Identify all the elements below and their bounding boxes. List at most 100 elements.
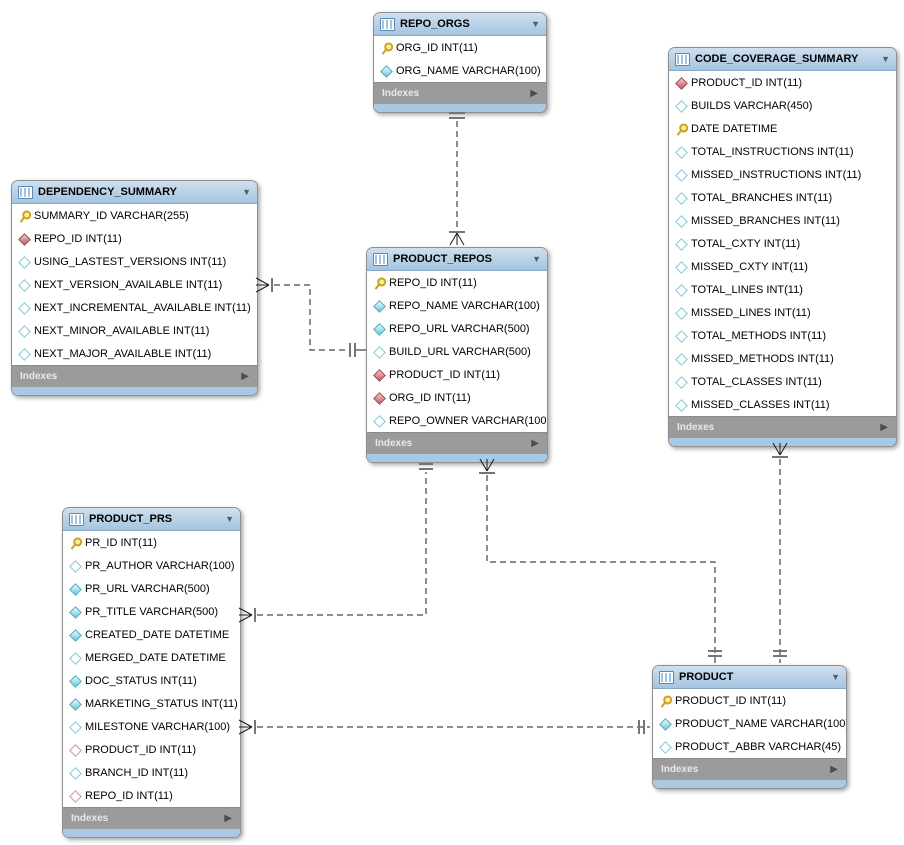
table-column-row[interactable]: DOC_STATUS INT(11) <box>63 669 240 692</box>
table-header[interactable]: CODE_COVERAGE_SUMMARY ▼ <box>669 48 896 71</box>
table-product-repos[interactable]: PRODUCT_REPOS ▼ REPO_ID INT(11) REPO_NAM… <box>366 247 548 463</box>
column-definition: NEXT_VERSION_AVAILABLE INT(11) <box>34 278 223 291</box>
table-column-row[interactable]: REPO_ID INT(11) <box>367 271 547 294</box>
table-column-row[interactable]: REPO_ID INT(11) <box>12 227 257 250</box>
column-definition: BRANCH_ID INT(11) <box>85 766 189 779</box>
indexes-footer[interactable]: Indexes ▶ <box>12 365 257 387</box>
table-column-row[interactable]: PRODUCT_ID INT(11) <box>367 363 547 386</box>
table-column-row[interactable]: CREATED_DATE DATETIME <box>63 623 240 646</box>
table-code-coverage-summary[interactable]: CODE_COVERAGE_SUMMARY ▼ PRODUCT_ID INT(1… <box>668 47 897 447</box>
relationship-product-prs-product-repos[interactable] <box>238 463 433 623</box>
table-column-row[interactable]: DATE DATETIME <box>669 117 896 140</box>
collapse-arrow-icon[interactable]: ▼ <box>831 671 840 682</box>
column-flag-icon <box>68 605 82 619</box>
expand-icon[interactable]: ▶ <box>224 812 232 824</box>
expand-icon[interactable]: ▶ <box>531 437 539 449</box>
table-column-row[interactable]: PRODUCT_ABBR VARCHAR(45) <box>653 735 846 758</box>
table-icon <box>380 17 395 31</box>
expand-icon[interactable]: ▶ <box>880 421 888 433</box>
expand-icon[interactable]: ▶ <box>830 763 838 775</box>
table-column-row[interactable]: BUILDS VARCHAR(450) <box>669 94 896 117</box>
table-column-row[interactable]: MISSED_METHODS INT(11) <box>669 347 896 370</box>
table-column-row[interactable]: TOTAL_CLASSES INT(11) <box>669 370 896 393</box>
table-column-row[interactable]: PRODUCT_ID INT(11) <box>63 738 240 761</box>
table-column-row[interactable]: TOTAL_BRANCHES INT(11) <box>669 186 896 209</box>
collapse-arrow-icon[interactable]: ▼ <box>225 513 234 524</box>
table-column-row[interactable]: BUILD_URL VARCHAR(500) <box>367 340 547 363</box>
table-column-row[interactable]: NEXT_MAJOR_AVAILABLE INT(11) <box>12 342 257 365</box>
table-column-row[interactable]: MISSED_BRANCHES INT(11) <box>669 209 896 232</box>
relationship-product-prs-product[interactable] <box>238 719 650 735</box>
column-definition: MISSED_LINES INT(11) <box>691 306 811 319</box>
collapse-arrow-icon[interactable]: ▼ <box>531 18 540 29</box>
expand-icon[interactable]: ▶ <box>241 370 249 382</box>
collapse-arrow-icon[interactable]: ▼ <box>532 253 541 264</box>
table-column-row[interactable]: MISSED_CLASSES INT(11) <box>669 393 896 416</box>
table-bottom-strip <box>63 829 240 837</box>
column-flag-icon <box>65 533 85 553</box>
column-flag-icon <box>674 398 688 412</box>
table-header[interactable]: REPO_ORGS ▼ <box>374 13 546 36</box>
table-repo-orgs[interactable]: REPO_ORGS ▼ ORG_ID INT(11) ORG_NAME VARC… <box>373 12 547 113</box>
table-column-row[interactable]: MISSED_LINES INT(11) <box>669 301 896 324</box>
table-column-row[interactable]: TOTAL_LINES INT(11) <box>669 278 896 301</box>
table-header[interactable]: PRODUCT ▼ <box>653 666 846 689</box>
table-column-row[interactable]: PR_AUTHOR VARCHAR(100) <box>63 554 240 577</box>
column-flag-icon <box>658 717 672 731</box>
table-column-row[interactable]: MISSED_CXTY INT(11) <box>669 255 896 278</box>
relationship-product-repos-repo-orgs[interactable] <box>449 112 465 246</box>
table-column-row[interactable]: TOTAL_CXTY INT(11) <box>669 232 896 255</box>
relationship-dependency-summary-product-repos[interactable] <box>255 277 366 357</box>
table-dependency-summary[interactable]: DEPENDENCY_SUMMARY ▼ SUMMARY_ID VARCHAR(… <box>11 180 258 396</box>
table-column-row[interactable]: MISSED_INSTRUCTIONS INT(11) <box>669 163 896 186</box>
table-product[interactable]: PRODUCT ▼ PRODUCT_ID INT(11) PRODUCT_NAM… <box>652 665 847 789</box>
column-flag-icon <box>674 214 688 228</box>
table-column-row[interactable]: PR_ID INT(11) <box>63 531 240 554</box>
table-column-row[interactable]: ORG_NAME VARCHAR(100) <box>374 59 546 82</box>
table-column-row[interactable]: ORG_ID INT(11) <box>374 36 546 59</box>
table-column-row[interactable]: BRANCH_ID INT(11) <box>63 761 240 784</box>
table-column-row[interactable]: PR_URL VARCHAR(500) <box>63 577 240 600</box>
table-column-row[interactable]: REPO_URL VARCHAR(500) <box>367 317 547 340</box>
table-column-row[interactable]: NEXT_MINOR_AVAILABLE INT(11) <box>12 319 257 342</box>
indexes-label: Indexes <box>375 438 413 449</box>
table-column-row[interactable]: NEXT_INCREMENTAL_AVAILABLE INT(11) <box>12 296 257 319</box>
table-column-row[interactable]: PRODUCT_ID INT(11) <box>669 71 896 94</box>
table-header[interactable]: DEPENDENCY_SUMMARY ▼ <box>12 181 257 204</box>
indexes-footer[interactable]: Indexes ▶ <box>374 82 546 104</box>
indexes-footer[interactable]: Indexes ▶ <box>367 432 547 454</box>
relationship-product-repos-product[interactable] <box>479 458 722 663</box>
table-column-row[interactable]: REPO_OWNER VARCHAR(100) <box>367 409 547 432</box>
column-flag-icon <box>68 651 82 665</box>
table-icon <box>373 252 388 266</box>
table-column-row[interactable]: USING_LASTEST_VERSIONS INT(11) <box>12 250 257 273</box>
table-column-row[interactable]: ORG_ID INT(11) <box>367 386 547 409</box>
column-flag-icon <box>372 391 386 405</box>
column-definition: DATE DATETIME <box>691 122 778 135</box>
indexes-footer[interactable]: Indexes ▶ <box>669 416 896 438</box>
table-column-row[interactable]: MARKETING_STATUS INT(11) <box>63 692 240 715</box>
table-column-row[interactable]: PR_TITLE VARCHAR(500) <box>63 600 240 623</box>
table-column-row[interactable]: MILESTONE VARCHAR(100) <box>63 715 240 738</box>
indexes-footer[interactable]: Indexes ▶ <box>653 758 846 780</box>
expand-icon[interactable]: ▶ <box>530 87 538 99</box>
collapse-arrow-icon[interactable]: ▼ <box>242 186 251 197</box>
column-definition: BUILDS VARCHAR(450) <box>691 99 813 112</box>
table-column-row[interactable]: TOTAL_METHODS INT(11) <box>669 324 896 347</box>
table-column-row[interactable]: MERGED_DATE DATETIME <box>63 646 240 669</box>
table-column-row[interactable]: REPO_NAME VARCHAR(100) <box>367 294 547 317</box>
table-column-row[interactable]: NEXT_VERSION_AVAILABLE INT(11) <box>12 273 257 296</box>
table-column-row[interactable]: PRODUCT_NAME VARCHAR(100) <box>653 712 846 735</box>
table-column-row[interactable]: PRODUCT_ID INT(11) <box>653 689 846 712</box>
table-header[interactable]: PRODUCT_REPOS ▼ <box>367 248 547 271</box>
table-header[interactable]: PRODUCT_PRS ▼ <box>63 508 240 531</box>
column-definition: PR_AUTHOR VARCHAR(100) <box>85 559 235 572</box>
column-flag-icon <box>379 64 393 78</box>
indexes-footer[interactable]: Indexes ▶ <box>63 807 240 829</box>
table-product-prs[interactable]: PRODUCT_PRS ▼ PR_ID INT(11) PR_AUTHOR VA… <box>62 507 241 838</box>
table-column-row[interactable]: TOTAL_INSTRUCTIONS INT(11) <box>669 140 896 163</box>
relationship-code-coverage-summary-product[interactable] <box>772 442 788 663</box>
table-column-row[interactable]: REPO_ID INT(11) <box>63 784 240 807</box>
table-column-row[interactable]: SUMMARY_ID VARCHAR(255) <box>12 204 257 227</box>
collapse-arrow-icon[interactable]: ▼ <box>881 53 890 64</box>
